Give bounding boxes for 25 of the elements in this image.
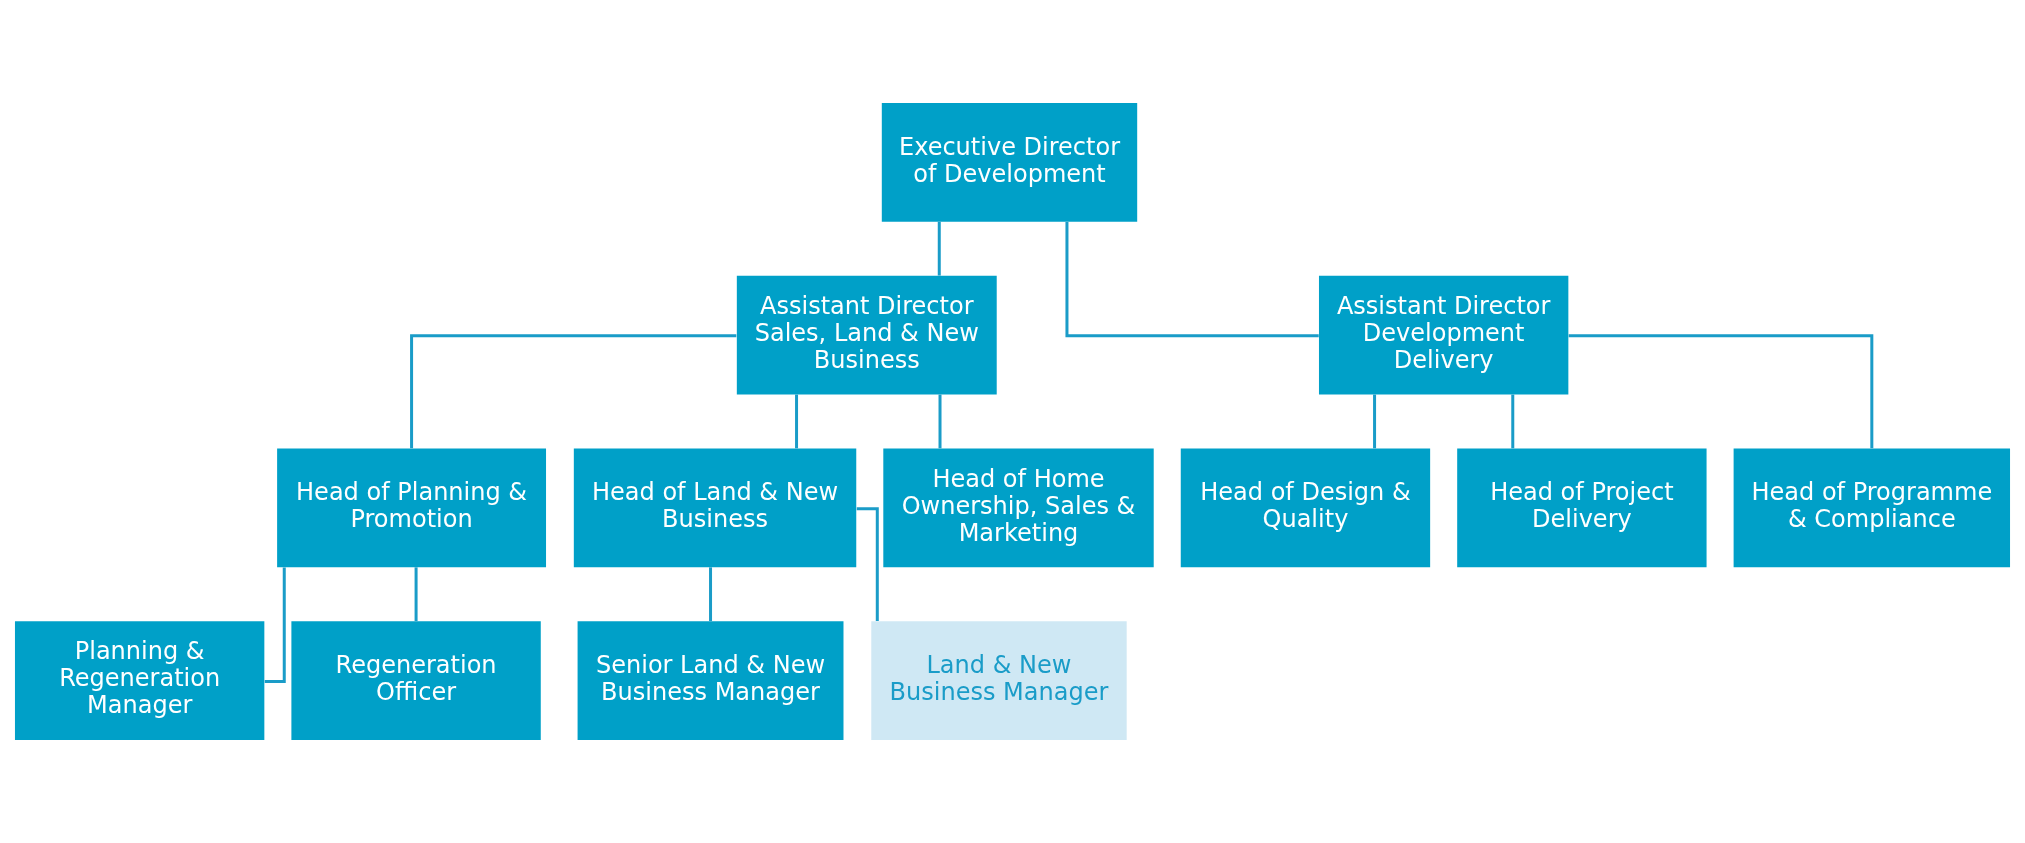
connector	[709, 567, 713, 622]
node-box: Regeneration Officer	[291, 621, 541, 740]
connector	[264, 567, 286, 683]
connector	[1065, 222, 1319, 338]
connector	[414, 567, 418, 622]
connector	[1568, 334, 1874, 449]
node-box: Head of Programme & Compliance	[1733, 448, 2011, 568]
connector	[938, 394, 942, 449]
node-box: Planning & Regeneration Manager	[14, 621, 265, 740]
node-box: Head of Land & New Business	[573, 448, 857, 568]
connector	[1373, 394, 1377, 449]
node-box: Land & New Business Manager	[871, 621, 1127, 740]
node-box: Head of Design & Quality	[1180, 448, 1431, 568]
node-box: Head of Home Ownership, Sales & Marketing	[883, 448, 1154, 568]
connector	[410, 334, 737, 449]
node-box: Head of Planning & Promotion	[277, 448, 547, 568]
node-box: Head of Project Delivery	[1457, 448, 1707, 568]
node-box: Executive Director of Development	[881, 103, 1138, 222]
node-box: Assistant Director Sales, Land & New Business	[736, 275, 997, 395]
connector	[795, 394, 799, 449]
connector	[937, 221, 941, 276]
connector	[856, 507, 879, 621]
connector	[1511, 394, 1515, 449]
node-box: Assistant Director Development Delivery	[1318, 275, 1569, 395]
node-box: Senior Land & New Business Manager	[577, 621, 844, 740]
